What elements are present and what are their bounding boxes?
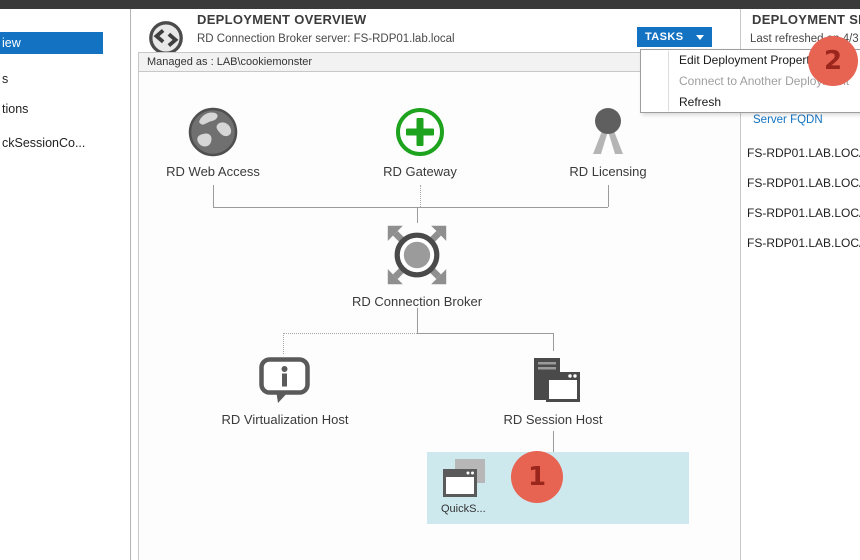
server-row[interactable]: FS-RDP01.LAB.LOCAL	[747, 233, 860, 253]
overview-tile-title: DEPLOYMENT OVERVIEW	[197, 12, 367, 27]
server-row[interactable]: FS-RDP01.LAB.LOCAL	[747, 203, 860, 223]
node-label: RD Connection Broker	[351, 294, 483, 309]
badge-number: 2	[823, 46, 843, 76]
sidebar-item-overview[interactable]: iew	[0, 32, 103, 54]
node-rd-connection-broker[interactable]: RD Connection Broker	[327, 222, 507, 309]
tasks-button[interactable]: TASKS	[637, 27, 712, 47]
connector-bottom-horizontal-left	[283, 333, 417, 334]
collection-label: QuickS...	[441, 503, 486, 515]
broker-arrows-icon	[327, 222, 507, 288]
connector-vhost	[283, 333, 284, 354]
column-header-server-fqdn[interactable]: Server FQDN	[753, 114, 823, 126]
menu-item-refresh[interactable]: Refresh	[641, 92, 860, 113]
server-fqdn-text: FS-RDP01.LAB.LOCAL	[747, 206, 860, 220]
node-rd-virtualization-host[interactable]: RD Virtualization Host	[190, 350, 380, 427]
node-rd-web-access[interactable]: RD Web Access	[138, 100, 288, 179]
connector-broker-top	[417, 207, 418, 223]
server-fqdn-text: FS-RDP01.LAB.LOCAL	[747, 176, 860, 190]
server-fqdn-text: FS-RDP01.LAB.LOCAL	[747, 146, 860, 160]
plus-circle-icon	[345, 100, 495, 158]
tasks-button-label: TASKS	[645, 31, 684, 43]
managed-as-bar: Managed as : LAB\cookiemonster	[138, 52, 740, 72]
connector-licensing	[608, 185, 609, 207]
medal-icon	[533, 100, 683, 158]
node-label: RD Gateway	[383, 164, 457, 179]
sidebar-item-collections[interactable]: tions	[0, 98, 28, 120]
window-top-bar	[0, 0, 860, 9]
connector-webaccess	[213, 185, 214, 207]
sidebar-item-quicksessioncollection[interactable]: ckSessionCo...	[0, 132, 85, 154]
windows-stack-icon	[443, 459, 485, 497]
connector-bottom-horizontal-right	[417, 333, 553, 334]
menu-item-label: Connect to Another Deployment	[679, 74, 850, 88]
connector-broker-bottom	[417, 308, 418, 333]
menu-item-label: Edit Deployment Properties	[679, 53, 826, 67]
node-label: RD Web Access	[166, 164, 260, 179]
node-label: RD Session Host	[503, 412, 603, 427]
chevron-down-icon	[696, 34, 704, 40]
managed-as-text: Managed as : LAB\cookiemonster	[147, 56, 313, 68]
connector-top-horizontal	[213, 207, 608, 208]
node-rd-licensing[interactable]: RD Licensing	[533, 100, 683, 179]
sidebar-divider	[130, 9, 131, 560]
sidebar-item-label: ckSessionCo...	[2, 136, 86, 150]
menu-item-label: Refresh	[679, 95, 722, 109]
overview-tile-subtitle: RD Connection Broker server: FS-RDP01.la…	[197, 33, 455, 45]
server-row[interactable]: FS-RDP01.LAB.LOCAL	[747, 143, 860, 163]
servers-tile-title: DEPLOYMENT SERVERS	[752, 12, 860, 27]
node-rd-gateway[interactable]: RD Gateway	[345, 100, 495, 179]
sidebar-item-servers[interactable]: s	[0, 68, 8, 90]
server-fqdn-text: FS-RDP01.LAB.LOCAL	[747, 236, 860, 250]
globe-icon	[138, 100, 288, 158]
annotation-badge-1: 1	[511, 451, 563, 503]
sidebar-item-label: s	[2, 72, 9, 86]
tile-divider	[740, 9, 741, 560]
menu-item-edit-deployment-properties[interactable]: Edit Deployment Properties	[641, 50, 860, 71]
server-row[interactable]: FS-RDP01.LAB.LOCAL	[747, 173, 860, 193]
connector-collection	[553, 431, 554, 452]
sidebar-item-label: tions	[2, 102, 29, 116]
menu-item-connect-to-another-deployment[interactable]: Connect to Another Deployment	[641, 71, 860, 92]
menu-icon-gutter	[668, 51, 669, 111]
badge-number: 1	[527, 462, 547, 492]
node-rd-session-host[interactable]: RD Session Host	[468, 350, 638, 427]
node-label: RD Licensing	[569, 164, 647, 179]
connector-sessionhost	[553, 333, 554, 351]
info-bubble-icon	[190, 350, 380, 406]
server-window-icon	[468, 350, 638, 406]
sidebar-item-label: iew	[2, 36, 21, 50]
annotation-badge-2: 2	[808, 36, 858, 86]
node-label: RD Virtualization Host	[221, 412, 349, 427]
connector-gateway	[420, 185, 421, 207]
